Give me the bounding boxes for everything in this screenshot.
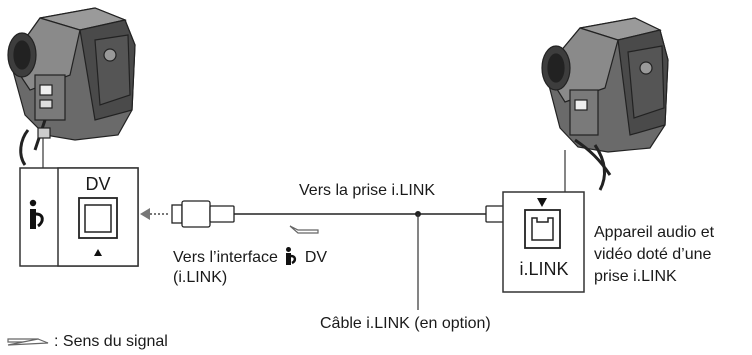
legend-arrow-icon: [7, 338, 49, 346]
cable-label: Câble i.LINK (en option): [320, 315, 491, 332]
interface-sub-label: (i.LINK): [173, 269, 228, 286]
interface-prefix: Vers l’interface: [173, 249, 278, 266]
left-port-label: DV: [85, 174, 110, 194]
ilink-port-icon: [524, 209, 561, 249]
ilink-symbol-icon: [29, 199, 44, 229]
left-plug: [140, 200, 235, 228]
ilink-symbol-inline-icon: [286, 247, 297, 265]
left-camcorder-icon: [7, 7, 136, 166]
legend-label: : Sens du signal: [54, 333, 168, 350]
device-label-line2: vidéo doté d’une: [594, 246, 712, 263]
down-triangle-icon: [537, 198, 547, 207]
interface-label: Vers l’interface DV: [173, 247, 327, 267]
up-triangle-icon: [94, 249, 102, 256]
right-port-label: i.LINK: [519, 259, 568, 279]
device-label-line3: prise i.LINK: [594, 268, 677, 285]
right-camcorder-icon: [541, 17, 669, 191]
to-ilink-jack-label: Vers la prise i.LINK: [299, 182, 436, 199]
dv-port-icon: [78, 197, 118, 239]
signal-direction-arrow-icon: [289, 225, 319, 234]
interface-suffix: DV: [304, 249, 328, 266]
device-label-line1: Appareil audio et: [594, 224, 715, 241]
